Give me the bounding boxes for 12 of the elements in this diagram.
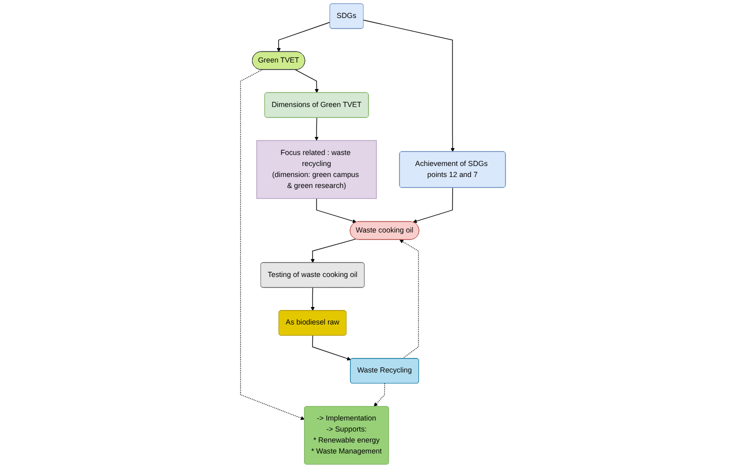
arrow bbox=[412, 187, 454, 224]
arrow bbox=[399, 240, 419, 359]
arrow bbox=[316, 198, 357, 224]
arrow bbox=[310, 238, 356, 263]
arrow bbox=[374, 383, 386, 407]
arrow bbox=[295, 69, 319, 93]
arrow bbox=[240, 69, 305, 420]
arrow bbox=[363, 20, 455, 152]
arrow bbox=[276, 22, 330, 52]
arrow bbox=[312, 335, 352, 360]
arrow bbox=[310, 287, 315, 311]
arrow bbox=[314, 117, 319, 141]
